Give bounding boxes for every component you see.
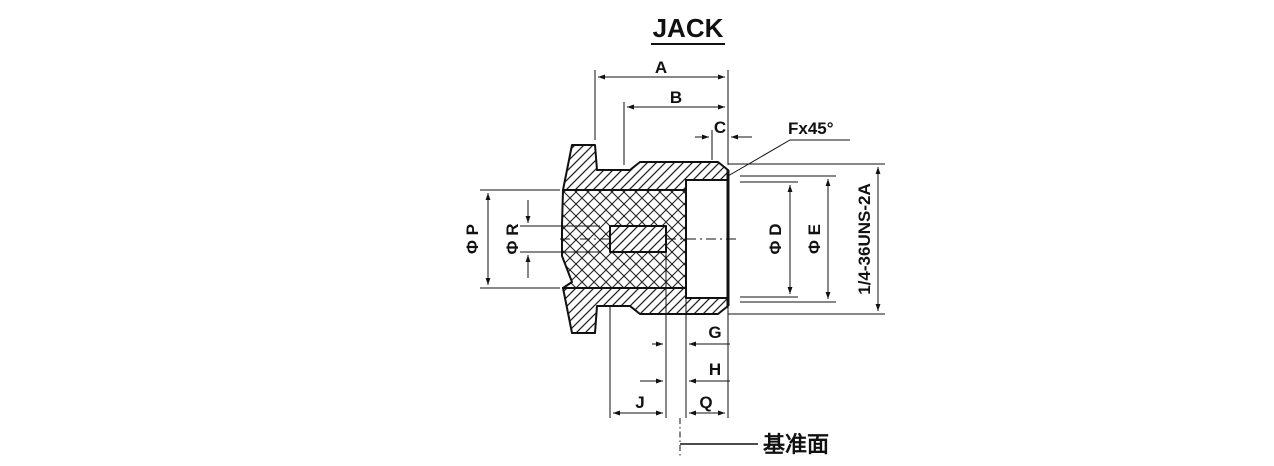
dim-label-f: Fx45°: [788, 119, 834, 138]
dim-label-p: Φ P: [463, 224, 482, 254]
dim-label-c: C: [714, 118, 726, 137]
connector-body: [560, 144, 740, 334]
dim-label-e: Φ E: [805, 224, 824, 254]
dim-label-a: A: [655, 58, 667, 77]
dim-label-h: H: [709, 360, 721, 379]
dim-label-d: Φ D: [766, 224, 785, 255]
dim-label-g: G: [708, 323, 721, 342]
datum-label: 基准面: [763, 433, 829, 458]
dimension-lines: [480, 70, 885, 458]
center-contact: [609, 225, 667, 253]
title-text: JACK: [653, 13, 724, 43]
dim-label-b: B: [670, 88, 682, 107]
thread-label: 1/4-36UNS-2A: [855, 183, 874, 295]
dim-label-q: Q: [699, 393, 712, 412]
dim-label-j: J: [635, 393, 644, 412]
dim-label-r: Φ R: [503, 224, 522, 255]
